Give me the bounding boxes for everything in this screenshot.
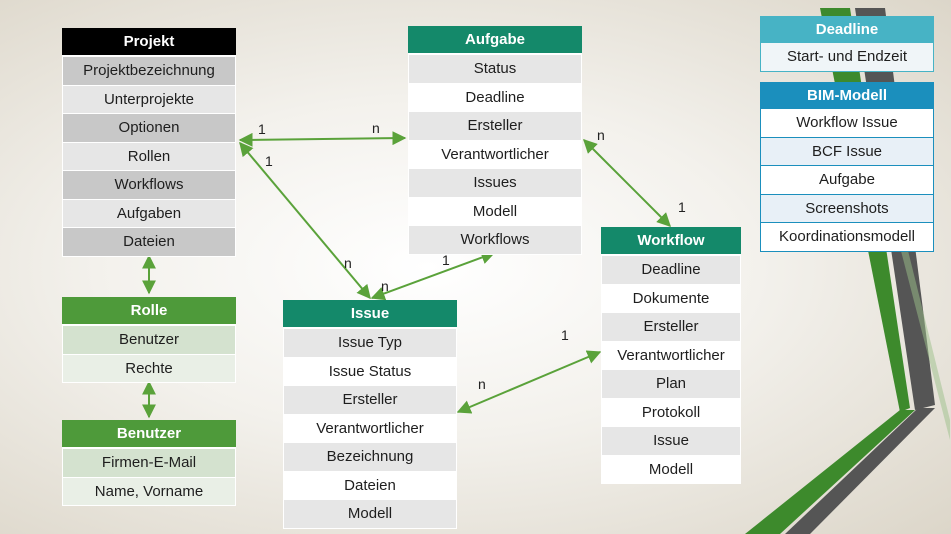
entity-workflow: Workflow Deadline Dokumente Ersteller Ve…: [601, 227, 741, 484]
label-aufgabe-workflow-n: n: [597, 127, 605, 143]
entity-benutzer-attributes: Firmen-E-Mail Name, Vorname: [62, 447, 236, 506]
legend-deadline-title: Deadline: [760, 16, 934, 43]
attribute: Issue Status: [284, 356, 456, 385]
attribute: Modell: [602, 454, 740, 483]
attribute: Issue: [602, 426, 740, 455]
legend-item: Screenshots: [760, 194, 934, 223]
label-projekt-aufgabe-n: n: [372, 120, 380, 136]
attribute: Issue Typ: [284, 328, 456, 357]
attribute: Name, Vorname: [63, 476, 235, 505]
label-aufgabe-workflow-1: 1: [678, 199, 686, 215]
attribute: Aufgaben: [63, 198, 235, 227]
label-issue-aufgabe-1: 1: [442, 252, 450, 268]
attribute: Verantwortlicher: [602, 340, 740, 369]
connector-projekt-aufgabe: [238, 131, 407, 147]
entity-benutzer-title: Benutzer: [62, 420, 236, 447]
attribute: Protokoll: [602, 397, 740, 426]
deco-stripe-gray-low: [785, 408, 935, 534]
entity-rolle-title: Rolle: [62, 297, 236, 324]
connector-aufgabe-workflow: [583, 139, 671, 227]
label-projekt-issue-1: 1: [265, 153, 273, 169]
entity-rolle-attributes: Benutzer Rechte: [62, 324, 236, 383]
attribute: Ersteller: [409, 111, 581, 140]
attribute: Issues: [409, 168, 581, 197]
label-projekt-issue-n: n: [344, 255, 352, 271]
attribute: Workflows: [63, 170, 235, 199]
entity-rolle: Rolle Benutzer Rechte: [62, 297, 236, 383]
attribute: Rollen: [63, 141, 235, 170]
entity-aufgabe: Aufgabe Status Deadline Ersteller Verant…: [408, 26, 582, 255]
attribute: Unterprojekte: [63, 84, 235, 113]
deco-stripe-green-low: [745, 410, 915, 534]
legend-item: Aufgabe: [760, 166, 934, 195]
entity-workflow-title: Workflow: [601, 227, 741, 254]
label-issue-aufgabe-n: n: [381, 278, 389, 294]
entity-workflow-attributes: Deadline Dokumente Ersteller Verantwortl…: [601, 254, 741, 484]
entity-projekt-title: Projekt: [62, 28, 236, 55]
entity-issue: Issue Issue Typ Issue Status Ersteller V…: [283, 300, 457, 529]
entity-issue-attributes: Issue Typ Issue Status Ersteller Verantw…: [283, 327, 457, 529]
attribute: Verantwortlicher: [409, 139, 581, 168]
attribute: Verantwortlicher: [284, 413, 456, 442]
label-issue-workflow-1: 1: [561, 327, 569, 343]
attribute: Projektbezeichnung: [63, 56, 235, 85]
attribute: Plan: [602, 369, 740, 398]
attribute: Dateien: [63, 227, 235, 256]
legend-item: BCF Issue: [760, 137, 934, 166]
label-issue-workflow-n: n: [478, 376, 486, 392]
attribute: Bezeichnung: [284, 442, 456, 471]
legend-item: Start- und Endzeit: [760, 43, 934, 72]
attribute: Status: [409, 54, 581, 83]
entity-aufgabe-title: Aufgabe: [408, 26, 582, 53]
attribute: Deadline: [409, 82, 581, 111]
legend-item: Koordinationsmodell: [760, 223, 934, 252]
attribute: Dokumente: [602, 283, 740, 312]
legend-item: Workflow Issue: [760, 109, 934, 138]
legend-bim-modell: BIM-Modell Workflow Issue BCF Issue Aufg…: [760, 82, 934, 252]
connector-projekt-issue: [239, 141, 371, 300]
entity-projekt-attributes: Projektbezeichnung Unterprojekte Optione…: [62, 55, 236, 257]
attribute: Workflows: [409, 225, 581, 254]
attribute: Deadline: [602, 255, 740, 284]
label-projekt-aufgabe-1: 1: [258, 121, 266, 137]
attribute: Benutzer: [63, 325, 235, 354]
attribute: Optionen: [63, 113, 235, 142]
legend-bim-modell-title: BIM-Modell: [760, 82, 934, 109]
attribute: Modell: [284, 499, 456, 528]
entity-projekt: Projekt Projektbezeichnung Unterprojekte…: [62, 28, 236, 257]
attribute: Modell: [409, 196, 581, 225]
legend-deadline: Deadline Start- und Endzeit: [760, 16, 934, 72]
attribute: Rechte: [63, 353, 235, 382]
attribute: Ersteller: [284, 385, 456, 414]
attribute: Firmen-E-Mail: [63, 448, 235, 477]
entity-aufgabe-attributes: Status Deadline Ersteller Verantwortlich…: [408, 53, 582, 255]
entity-benutzer: Benutzer Firmen-E-Mail Name, Vorname: [62, 420, 236, 506]
connector-issue-workflow: [456, 350, 602, 414]
connector-issue-aufgabe: [370, 250, 496, 301]
entity-issue-title: Issue: [283, 300, 457, 327]
attribute: Ersteller: [602, 312, 740, 341]
attribute: Dateien: [284, 470, 456, 499]
